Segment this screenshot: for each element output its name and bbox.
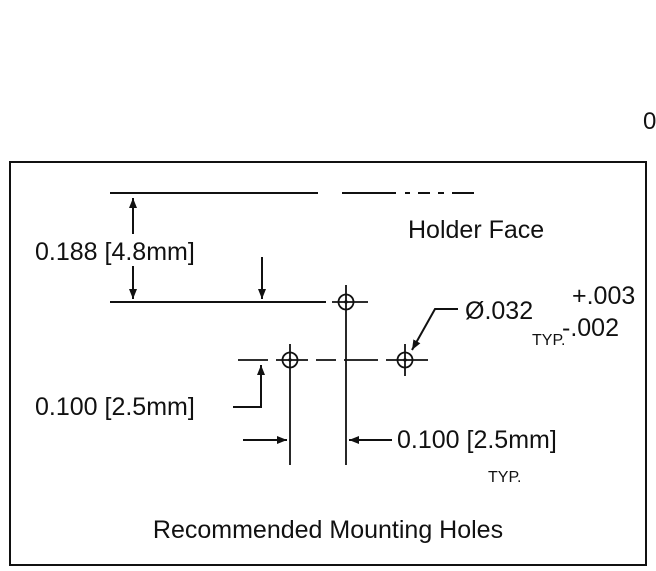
face-offset-dimension	[110, 198, 326, 303]
hole-callout-leader	[411, 308, 458, 351]
row-offset-dimension	[233, 365, 265, 408]
face-offset-label: 0.188 [4.8mm]	[35, 238, 195, 266]
hole-tolerance-plus: +.003	[572, 282, 635, 310]
holder-face-label: Holder Face	[408, 216, 544, 244]
top-hole	[332, 285, 368, 465]
hole-spacing-note: TYP.	[488, 469, 522, 486]
row-offset-label: 0.100 [2.5mm]	[35, 393, 195, 421]
drawing-frame	[9, 161, 647, 566]
hole-tolerance-minus: -.002	[562, 314, 619, 342]
hole-spacing-label: 0.100 [2.5mm]	[397, 426, 557, 454]
hole-diameter: Ø.032	[465, 297, 533, 325]
hole-callout-note: TYP.	[532, 332, 566, 349]
lower-hole-row	[238, 344, 428, 465]
clipped-text: 0	[643, 108, 656, 135]
drawing-title: Recommended Mounting Holes	[153, 516, 503, 544]
